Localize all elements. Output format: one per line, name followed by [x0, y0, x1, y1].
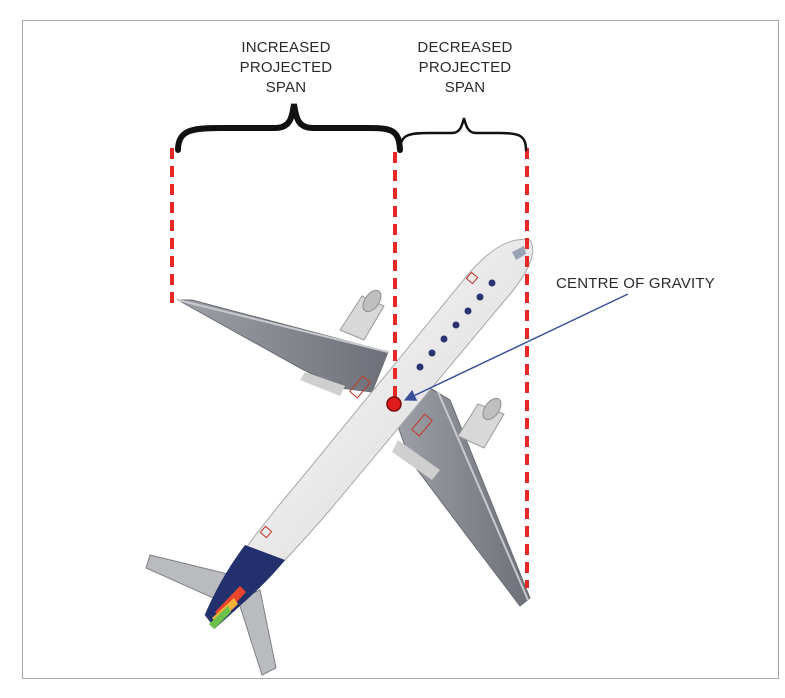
increased-label-line-3: SPAN — [266, 79, 307, 96]
decreased-label-line-2: PROJECTED — [419, 59, 512, 76]
centre-of-gravity-dot — [387, 397, 401, 411]
right-wing — [392, 388, 530, 606]
decreased-span-brace — [400, 118, 526, 150]
increased-label-line-1: INCREASED — [241, 39, 330, 56]
span-braces — [178, 104, 526, 150]
aircraft-illustration — [146, 239, 533, 675]
increased-span-brace — [178, 104, 400, 150]
increased-span-label: INCREASED PROJECTED SPAN — [240, 39, 333, 96]
decreased-label-line-1: DECREASED — [417, 39, 512, 56]
increased-label-line-2: PROJECTED — [240, 59, 333, 76]
decreased-span-label: DECREASED PROJECTED SPAN — [417, 39, 512, 96]
decreased-label-line-3: SPAN — [445, 79, 486, 96]
left-wing — [178, 287, 388, 396]
centre-of-gravity-label: CENTRE OF GRAVITY — [556, 275, 715, 292]
